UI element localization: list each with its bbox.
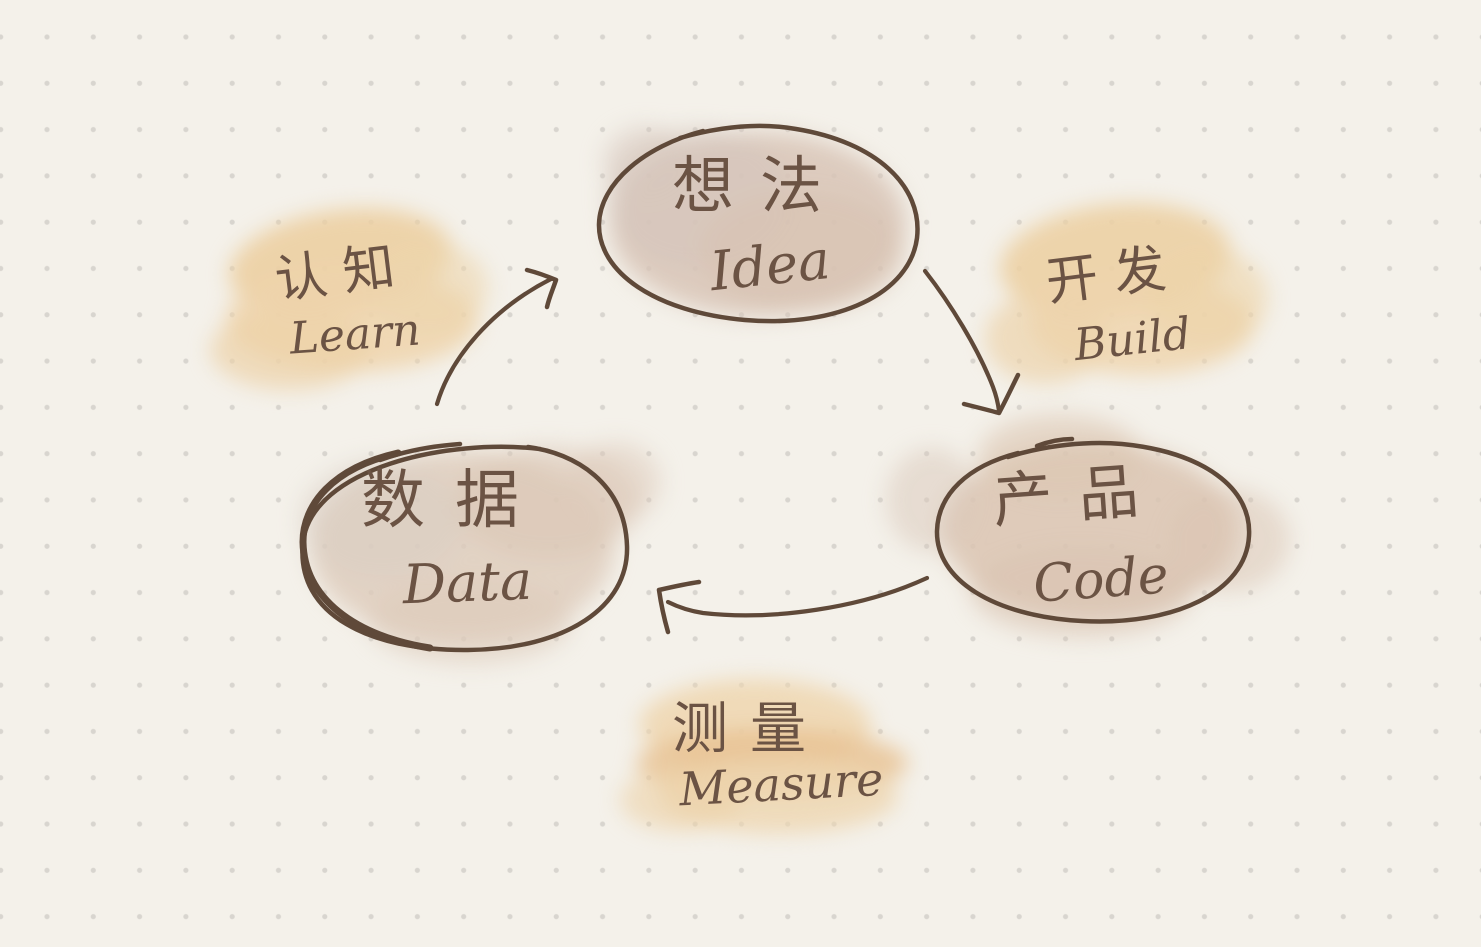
data-wash — [300, 442, 661, 664]
code-ellipse-outline — [934, 440, 1252, 624]
learn-arrow-head — [524, 267, 559, 310]
code-node-label-en: Code — [1031, 545, 1170, 614]
code-ellipse-flick — [1034, 436, 1075, 449]
edge-labels: 认知 Learn 开发 Build 测量 Measure — [272, 235, 1194, 816]
node-labels: 想法 Idea 数据 Data 产品 Code — [361, 149, 1170, 616]
idea-ellipse-outline — [596, 123, 920, 324]
learn-arrow — [434, 267, 559, 407]
build-arrow-head — [961, 372, 1021, 416]
data-ellipse-outline — [300, 444, 630, 653]
measure-edge-label-en: Measure — [677, 752, 885, 817]
measure-arrow-shaft — [665, 575, 930, 618]
measure-arrow — [656, 575, 930, 635]
idea-node-label-en: Idea — [706, 228, 833, 303]
code-node-label-zh: 产品 — [990, 455, 1166, 537]
idea-wash — [603, 126, 906, 316]
idea-node-label-zh: 想法 — [672, 149, 848, 222]
build-edge-label-en: Build — [1071, 308, 1194, 371]
cycle-arrows — [434, 267, 1021, 635]
build-arrow-shaft — [922, 268, 1002, 414]
data-ellipse-bold-stroke — [299, 449, 434, 652]
learn-label-wash — [210, 208, 488, 390]
build-arrow — [922, 268, 1021, 416]
build-label-wash — [985, 203, 1268, 384]
data-ellipse-overlap-stroke — [377, 441, 463, 463]
node-outlines — [299, 123, 1252, 653]
data-node-label-en: Data — [401, 549, 534, 617]
edge-label-washes — [210, 203, 1268, 834]
measure-arrow-head — [656, 579, 702, 635]
learn-arrow-shaft — [434, 276, 554, 407]
data-node-label-zh: 数据 — [361, 464, 549, 538]
measure-label-wash — [620, 679, 908, 834]
learn-edge-label-en: Learn — [287, 305, 422, 365]
measure-edge-label-zh: 测量 — [672, 697, 828, 762]
